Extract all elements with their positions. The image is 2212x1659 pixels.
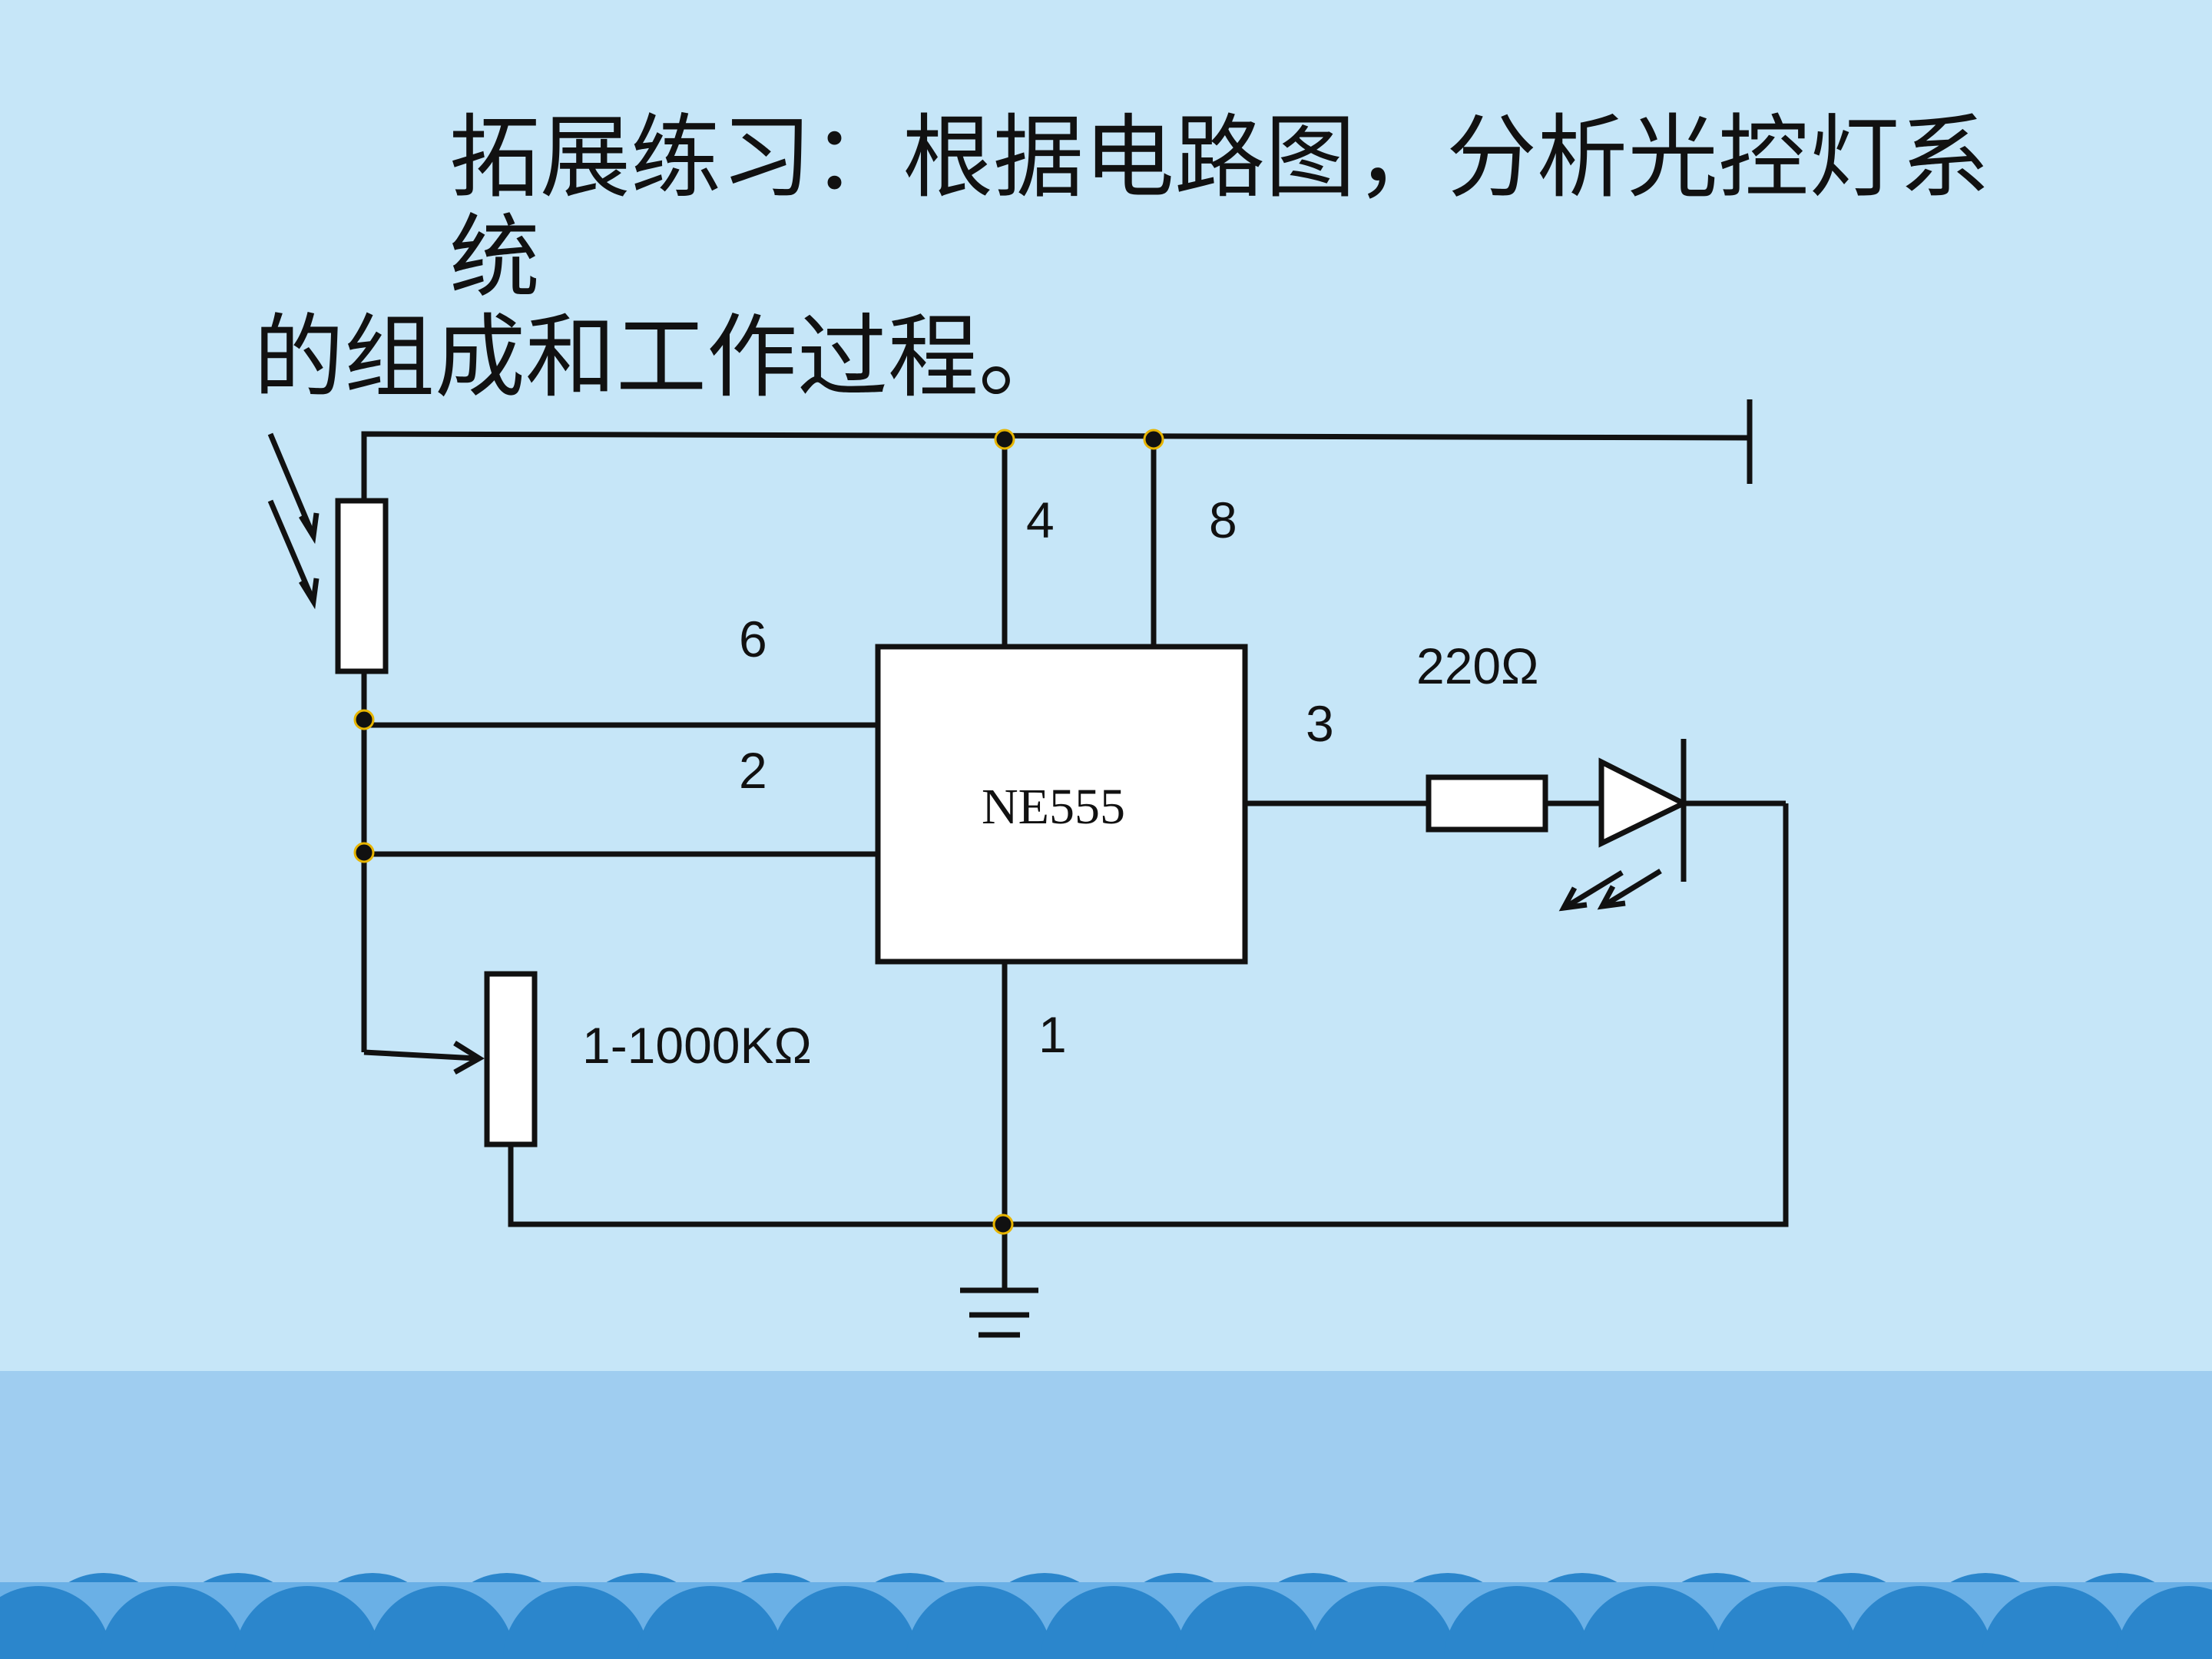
ground-symbol-icon: [960, 1287, 1038, 1338]
pin4-label: 4: [1026, 492, 1055, 548]
wiper-arrow-icon: [453, 1041, 485, 1075]
junction-ground: [992, 1214, 1014, 1235]
light-arrows-icon: [267, 432, 320, 610]
wave-decoration: [0, 1573, 2212, 1659]
pin2-label: 2: [739, 742, 767, 799]
photoresistor: [335, 498, 389, 674]
led-resistor: [1426, 774, 1548, 833]
junction-pin2: [353, 842, 375, 863]
led-resistor-label: 220Ω: [1416, 637, 1538, 694]
ne555-chip: [875, 644, 1248, 965]
junction-dots: [353, 429, 1164, 1235]
ground-rail: [508, 803, 1789, 1227]
exercise-title: 拓展练习：根据电路图，分析光控灯系统 的组成和工作过程。: [253, 108, 2020, 407]
junction-pin4: [994, 429, 1015, 450]
potentiometer-label: 1-1000KΩ: [582, 1017, 812, 1074]
wiper-wire: [363, 1049, 477, 1061]
pin3-label: 3: [1306, 695, 1334, 752]
pin1-label: 1: [1038, 1006, 1067, 1063]
supply-rail: [361, 431, 1750, 499]
pin6-label: 6: [739, 611, 767, 667]
led-triangle: [1598, 757, 1690, 848]
junction-pin6: [353, 709, 375, 730]
pin8-label: 8: [1209, 492, 1237, 548]
title-line-2: 的组成和工作过程。: [253, 304, 1070, 410]
title-line-1: 拓展练习：根据电路图，分析光控灯系统: [449, 104, 1991, 310]
junction-pin8: [1143, 429, 1164, 450]
emission-arrows-icon: [1558, 869, 1662, 912]
chip-label: NE555: [982, 779, 1125, 835]
wave-row-front: [0, 1586, 2212, 1659]
potentiometer: [484, 971, 538, 1147]
